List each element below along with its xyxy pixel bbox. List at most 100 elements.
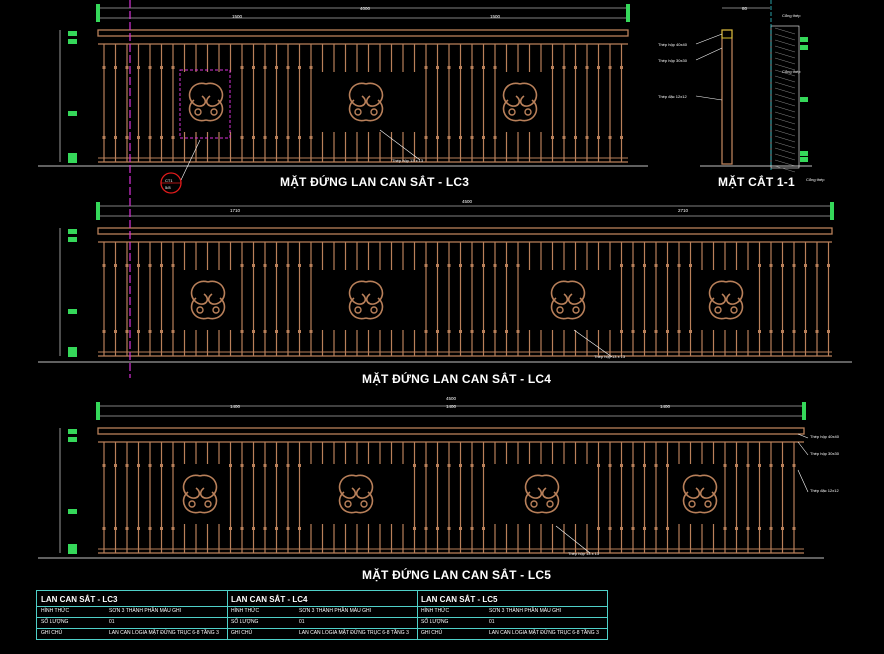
baluster-knuckle [781,527,784,530]
railing-lc3 [38,4,648,167]
baluster-knuckle [447,136,451,139]
baluster-knuckle [620,464,623,467]
baluster-knuckle [424,66,428,69]
baluster-knuckle [148,330,152,333]
baluster-knuckle [252,66,255,69]
baluster-knuckle [286,264,290,267]
ornament-curl [524,108,532,116]
ornament-scroll [338,474,357,499]
baluster-knuckle [424,464,428,467]
wall-hatch [774,159,796,167]
baluster-knuckle [597,464,600,467]
ornament-curl [354,108,362,116]
leader-line [797,433,809,439]
baluster-knuckle [171,136,175,139]
ornament-curl [360,500,368,508]
baluster-knuckle [275,136,278,139]
lc5-leader-3: Thép đặc 12x12 [810,488,839,493]
baluster-knuckle [424,264,428,267]
ornament-scroll [699,474,718,499]
baluster-knuckle [286,330,290,333]
baluster-knuckle [631,464,635,467]
ornament-curl [212,306,220,314]
level-marker [68,352,77,357]
baluster-knuckle [240,136,244,139]
baluster-knuckle [792,464,796,467]
ornament-curl [370,108,378,116]
top-rail [97,427,805,435]
baluster-knuckle [137,136,140,139]
baluster-knuckle [827,264,830,267]
baluster-knuckle [666,330,669,333]
baluster-knuckle [482,66,485,69]
baluster-knuckle [229,464,232,467]
baluster-knuckle [608,527,612,530]
ornament-curl [730,306,738,314]
baluster-knuckle [436,330,439,333]
ornament-scroll [365,297,384,320]
baluster-knuckle [631,527,635,530]
baluster-knuckle [137,527,140,530]
railing-lc5 [38,402,824,559]
baluster-knuckle [597,66,600,69]
detail-marker-top: CT1 [165,178,173,183]
baluster-knuckle [562,66,566,69]
leader-line [555,525,591,554]
baluster-knuckle [551,136,554,139]
baluster-knuckle [447,464,451,467]
ornament-curl [188,500,196,508]
lc3-overall-dim: 4000 [360,6,371,11]
baluster-knuckle [493,136,497,139]
baluster-knuckle [137,330,140,333]
wall-hatch [774,117,796,125]
wall-hatch [774,57,796,65]
baluster-knuckle [240,464,244,467]
ornament-scroll [519,99,538,122]
baluster-knuckle [815,264,819,267]
lc4-left-dim: 1710 [230,208,241,213]
ornament-scroll [338,491,357,514]
wall-hatch [774,141,796,149]
baluster-knuckle [470,330,474,333]
baluster-knuckle [125,264,129,267]
level-marker [68,39,77,44]
level-marker [68,544,77,549]
ornament-curl [546,500,554,508]
baluster-knuckle [275,464,278,467]
baluster-knuckle [459,136,462,139]
annotations: 4000 1500 1500 Thép hộp 13 x 13 80 Cổng … [165,6,840,556]
wall-hatch [774,45,796,53]
baluster-knuckle [608,464,612,467]
baluster-knuckle [275,264,278,267]
ornament-scroll [199,491,218,514]
baluster-knuckle [470,264,474,267]
ornament-curl [508,108,516,116]
baluster-knuckle [424,330,428,333]
baluster-knuckle [148,136,152,139]
baluster-knuckle [286,66,290,69]
table-header: LAN CAN SẮT - LC3 [41,595,118,604]
baluster-knuckle [493,66,497,69]
baluster-knuckle [654,330,658,333]
baluster-knuckle [620,136,623,139]
section-title: MẶT CẮT 1-1 [718,175,795,189]
baluster-knuckle [482,527,485,530]
ornament-curl [210,108,218,116]
ornament-scroll [205,82,224,107]
baluster-knuckle [746,527,750,530]
ornament-scroll [524,491,543,514]
baluster-knuckle [470,527,474,530]
lc5-dim-2: 1400 [446,404,457,409]
section-1-1 [695,0,812,173]
wall-hatch [774,27,796,35]
wall-hatch [774,99,796,107]
highlight-box [179,69,231,139]
level-marker [800,45,808,50]
baluster-knuckle [769,464,773,467]
wall-hatch [774,111,796,119]
railing-elevations [38,0,852,559]
